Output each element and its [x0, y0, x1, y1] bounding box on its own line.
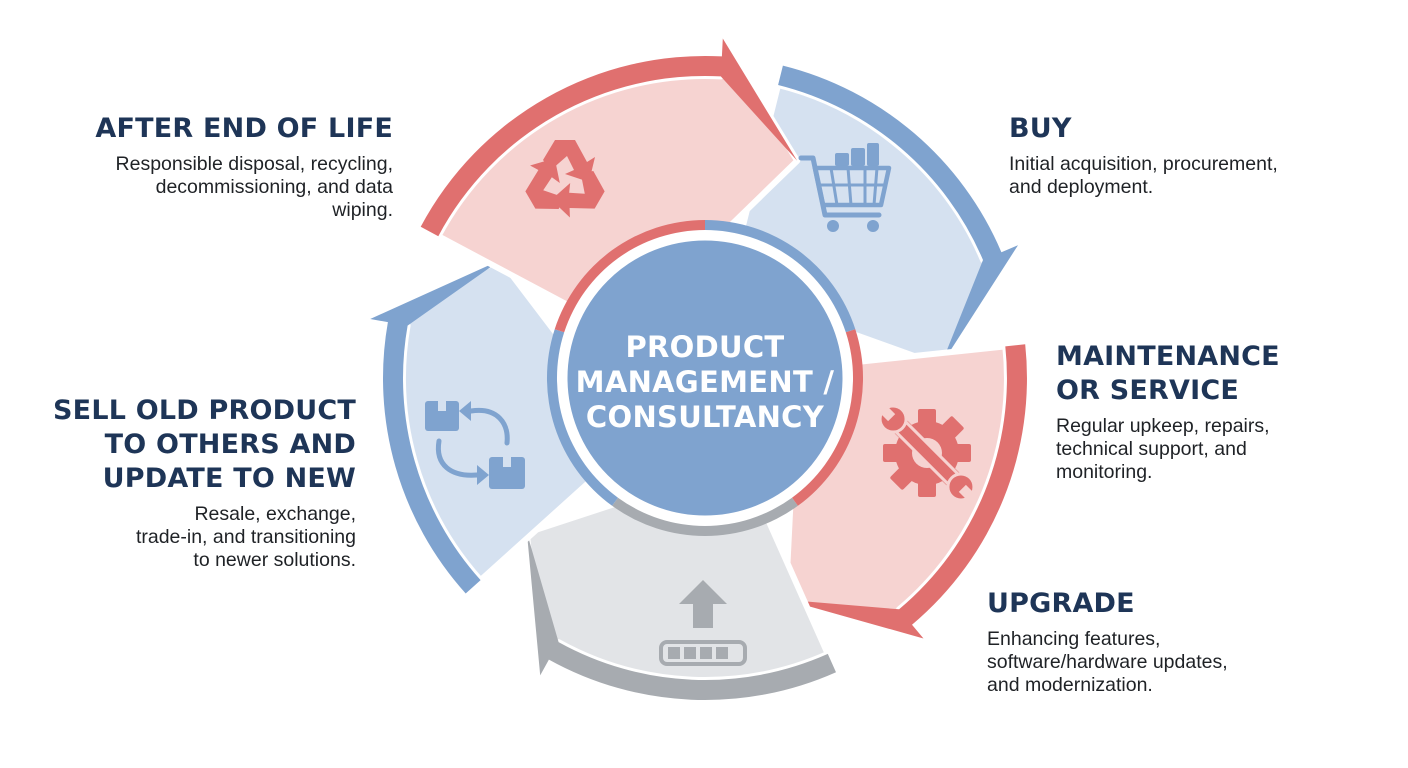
stage-label-maintenance: MAINTENANCE OR SERVICE Regular upkeep, r…: [1056, 340, 1280, 484]
segment-band-sell: [370, 260, 501, 594]
stage-desc-maintenance: Regular upkeep, repairs, technical suppo…: [1056, 415, 1270, 483]
segment-band-end_of_life: [420, 38, 798, 237]
center-ring-segment: [612, 497, 798, 536]
stage-label-buy: BUY Initial acquisition, procurement, an…: [1009, 112, 1278, 199]
stage-title-end-of-life: AFTER END OF LIFE: [95, 113, 393, 144]
upgrade-arrow-icon: [659, 580, 747, 666]
center-ring-segment: [554, 220, 705, 333]
stage-label-end-of-life: AFTER END OF LIFE Responsible disposal, …: [95, 112, 393, 222]
stage-title-sell: SELL OLD PRODUCT TO OTHERS AND UPDATE TO…: [53, 395, 356, 494]
gear-tooth: [955, 444, 971, 462]
center-line-1: PRODUCT: [625, 330, 784, 364]
stage-title-buy: BUY: [1009, 113, 1072, 144]
stage-desc-upgrade: Enhancing features, software/hardware up…: [987, 628, 1228, 696]
stage-desc-end-of-life: Responsible disposal, recycling, decommi…: [115, 153, 393, 221]
segment-band-buy: [778, 65, 1018, 366]
stage-title-upgrade: UPGRADE: [987, 588, 1135, 619]
gear-wrench-icon: [878, 404, 976, 502]
stage-desc-buy: Initial acquisition, procurement, and de…: [1009, 153, 1278, 198]
center-line-2: MANAGEMENT /: [576, 365, 835, 399]
center-ring: [546, 220, 864, 536]
gear-tooth: [918, 481, 936, 497]
center-line-3: CONSULTANCY: [586, 400, 825, 434]
stage-desc-sell: Resale, exchange, trade-in, and transiti…: [135, 503, 356, 571]
center-circle: [562, 235, 848, 521]
box-exchange-icon: [425, 401, 525, 489]
stage-title-maintenance: MAINTENANCE OR SERVICE: [1056, 341, 1280, 406]
stage-label-upgrade: UPGRADE Enhancing features, software/har…: [987, 587, 1228, 697]
center-ring-segment: [705, 220, 856, 333]
center-ring-segment: [792, 329, 864, 506]
gear-tooth: [918, 409, 936, 425]
segment-band-upgrade: [526, 532, 836, 701]
recycle-icon: [525, 140, 605, 218]
segment-band-maintenance: [785, 344, 1027, 639]
shopping-cart-icon: [798, 143, 892, 232]
gear-tooth: [883, 444, 899, 462]
center-ring-segment: [546, 329, 618, 506]
stage-label-sell: SELL OLD PRODUCT TO OTHERS AND UPDATE TO…: [53, 394, 356, 572]
